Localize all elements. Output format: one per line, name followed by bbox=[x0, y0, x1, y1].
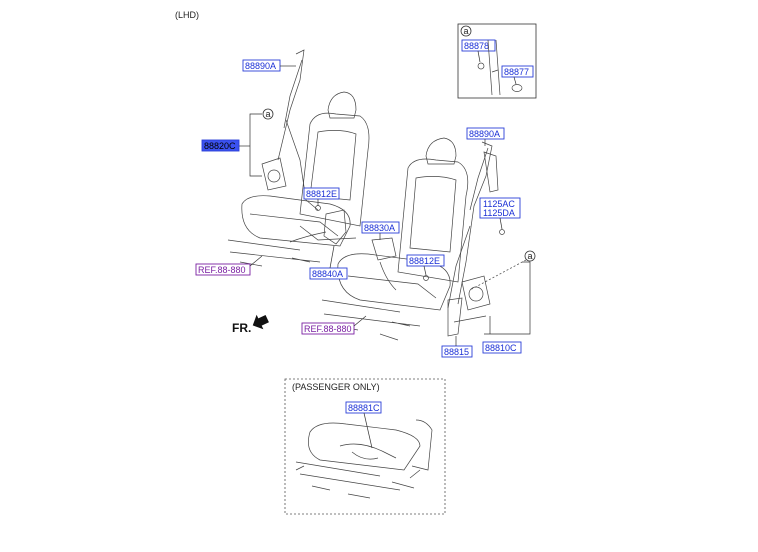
part-88820c-label[interactable]: 88820C bbox=[204, 141, 236, 151]
part-88878-label[interactable]: 88878 bbox=[464, 41, 489, 51]
inset-a-marker: a bbox=[464, 26, 469, 36]
inset-a-marker-circle bbox=[460, 25, 472, 37]
cap-icon bbox=[511, 84, 523, 92]
part-88830a-box[interactable] bbox=[361, 221, 400, 234]
part-88881c-box[interactable] bbox=[345, 401, 382, 414]
ref-right-label[interactable]: REF.88-880 bbox=[304, 324, 352, 334]
marker-a-left: a bbox=[266, 109, 271, 119]
label-88812e-right-group[interactable]: 88812E bbox=[406, 254, 445, 276]
lhd-label: (LHD) bbox=[175, 10, 199, 20]
part-88820c-box[interactable] bbox=[201, 139, 240, 152]
inset-a-panel: a 88878 88877 bbox=[457, 23, 537, 99]
passenger-only-panel: (PASSENGER ONLY) 88881C bbox=[284, 378, 446, 515]
ref-left-label[interactable]: REF.88-880 bbox=[198, 265, 246, 275]
part-88812e-left-box[interactable] bbox=[303, 187, 340, 200]
part-1125da-label[interactable]: 1125DA bbox=[483, 208, 515, 218]
label-88890a-left-group[interactable]: 88890A bbox=[242, 59, 296, 72]
marker-a-right: a bbox=[528, 251, 533, 261]
left-seat-drawing bbox=[227, 49, 370, 267]
part-88878-box[interactable] bbox=[461, 39, 496, 52]
part-88812e-right-label[interactable]: 88812E bbox=[409, 256, 440, 266]
part-88815-box[interactable] bbox=[441, 345, 473, 358]
ref-left-box[interactable] bbox=[195, 263, 251, 276]
front-direction-indicator: FR. bbox=[232, 314, 269, 335]
part-88877-label[interactable]: 88877 bbox=[504, 67, 529, 77]
nut-icon bbox=[477, 62, 485, 70]
part-88810c-label[interactable]: 88810C bbox=[485, 343, 517, 353]
part-88830a-label[interactable]: 88830A bbox=[364, 223, 395, 233]
part-88890a-right-box[interactable] bbox=[466, 127, 505, 140]
label-88890a-right-group[interactable]: 88890A bbox=[466, 127, 505, 146]
ref-left-group[interactable]: REF.88-880 bbox=[195, 255, 263, 276]
label-88820c-group[interactable]: 88820C a bbox=[201, 108, 274, 177]
front-arrow-icon bbox=[252, 314, 269, 330]
part-88877-box[interactable] bbox=[501, 65, 534, 78]
part-88840a-box[interactable] bbox=[309, 267, 348, 280]
part-88810c-box[interactable] bbox=[482, 341, 522, 354]
part-88890a-left-label[interactable]: 88890A bbox=[245, 61, 276, 71]
part-88815-label[interactable]: 88815 bbox=[444, 347, 469, 357]
part-1125ac-label[interactable]: 1125AC bbox=[483, 199, 515, 209]
passenger-title: (PASSENGER ONLY) bbox=[292, 382, 380, 392]
part-88812e-right-box[interactable] bbox=[406, 254, 445, 267]
ref-right-group[interactable]: REF.88-880 bbox=[301, 315, 367, 335]
part-88881c-label[interactable]: 88881C bbox=[348, 403, 380, 413]
part-88812e-left-label[interactable]: 88812E bbox=[306, 189, 337, 199]
part-88890a-right-label[interactable]: 88890A bbox=[469, 129, 500, 139]
label-88810c-group[interactable]: 88810C a bbox=[469, 250, 536, 354]
label-88815-group[interactable]: 88815 bbox=[441, 336, 473, 358]
label-88840a-group[interactable]: 88840A bbox=[309, 245, 348, 280]
label-88812e-left-group[interactable]: 88812E bbox=[303, 187, 340, 206]
label-88830a-group[interactable]: 88830A bbox=[361, 221, 400, 240]
right-seat-drawing bbox=[321, 137, 505, 341]
part-88840a-label[interactable]: 88840A bbox=[312, 269, 343, 279]
ref-right-box[interactable] bbox=[301, 322, 355, 335]
label-1125-group[interactable]: 1125AC 1125DA bbox=[479, 197, 521, 230]
part-88890a-left-box[interactable] bbox=[242, 59, 281, 72]
fr-label: FR. bbox=[232, 321, 251, 335]
